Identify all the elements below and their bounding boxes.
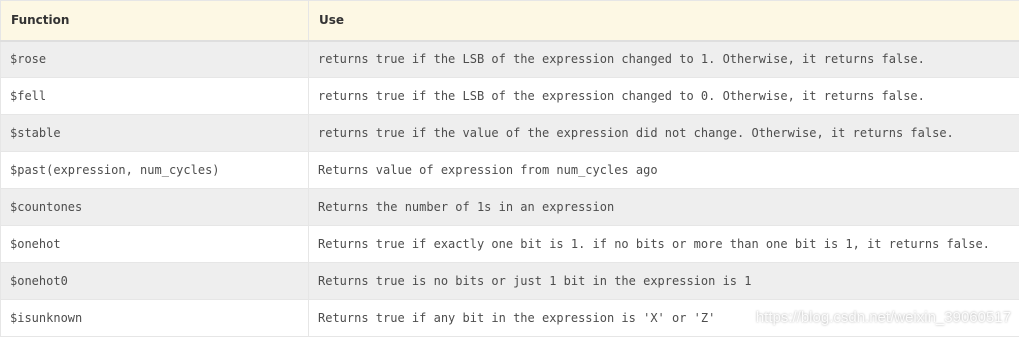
- table-row: $onehot Returns true if exactly one bit …: [1, 226, 1019, 263]
- table-row: $rose returns true if the LSB of the exp…: [1, 41, 1019, 78]
- function-cell: $rose: [1, 41, 309, 78]
- function-cell: $onehot: [1, 226, 309, 263]
- header-use: Use: [309, 1, 1019, 41]
- function-cell: $countones: [1, 189, 309, 226]
- function-cell: $isunknown: [1, 300, 309, 337]
- use-cell: returns true if the LSB of the expressio…: [309, 78, 1019, 115]
- use-cell: Returns value of expression from num_cyc…: [309, 152, 1019, 189]
- use-cell: returns true if the value of the express…: [309, 115, 1019, 152]
- use-cell: Returns the number of 1s in an expressio…: [309, 189, 1019, 226]
- use-cell: Returns true if any bit in the expressio…: [309, 300, 1019, 337]
- table-row: $countones Returns the number of 1s in a…: [1, 189, 1019, 226]
- header-row: Function Use: [1, 1, 1019, 41]
- header-function: Function: [1, 1, 309, 41]
- table-row: $onehot0 Returns true is no bits or just…: [1, 263, 1019, 300]
- function-cell: $past(expression, num_cycles): [1, 152, 309, 189]
- use-cell: returns true if the LSB of the expressio…: [309, 41, 1019, 78]
- use-cell: Returns true if exactly one bit is 1. if…: [309, 226, 1019, 263]
- use-cell: Returns true is no bits or just 1 bit in…: [309, 263, 1019, 300]
- function-cell: $fell: [1, 78, 309, 115]
- function-cell: $onehot0: [1, 263, 309, 300]
- table-row: $past(expression, num_cycles) Returns va…: [1, 152, 1019, 189]
- table-row: $isunknown Returns true if any bit in th…: [1, 300, 1019, 337]
- table-row: $fell returns true if the LSB of the exp…: [1, 78, 1019, 115]
- function-cell: $stable: [1, 115, 309, 152]
- table-row: $stable returns true if the value of the…: [1, 115, 1019, 152]
